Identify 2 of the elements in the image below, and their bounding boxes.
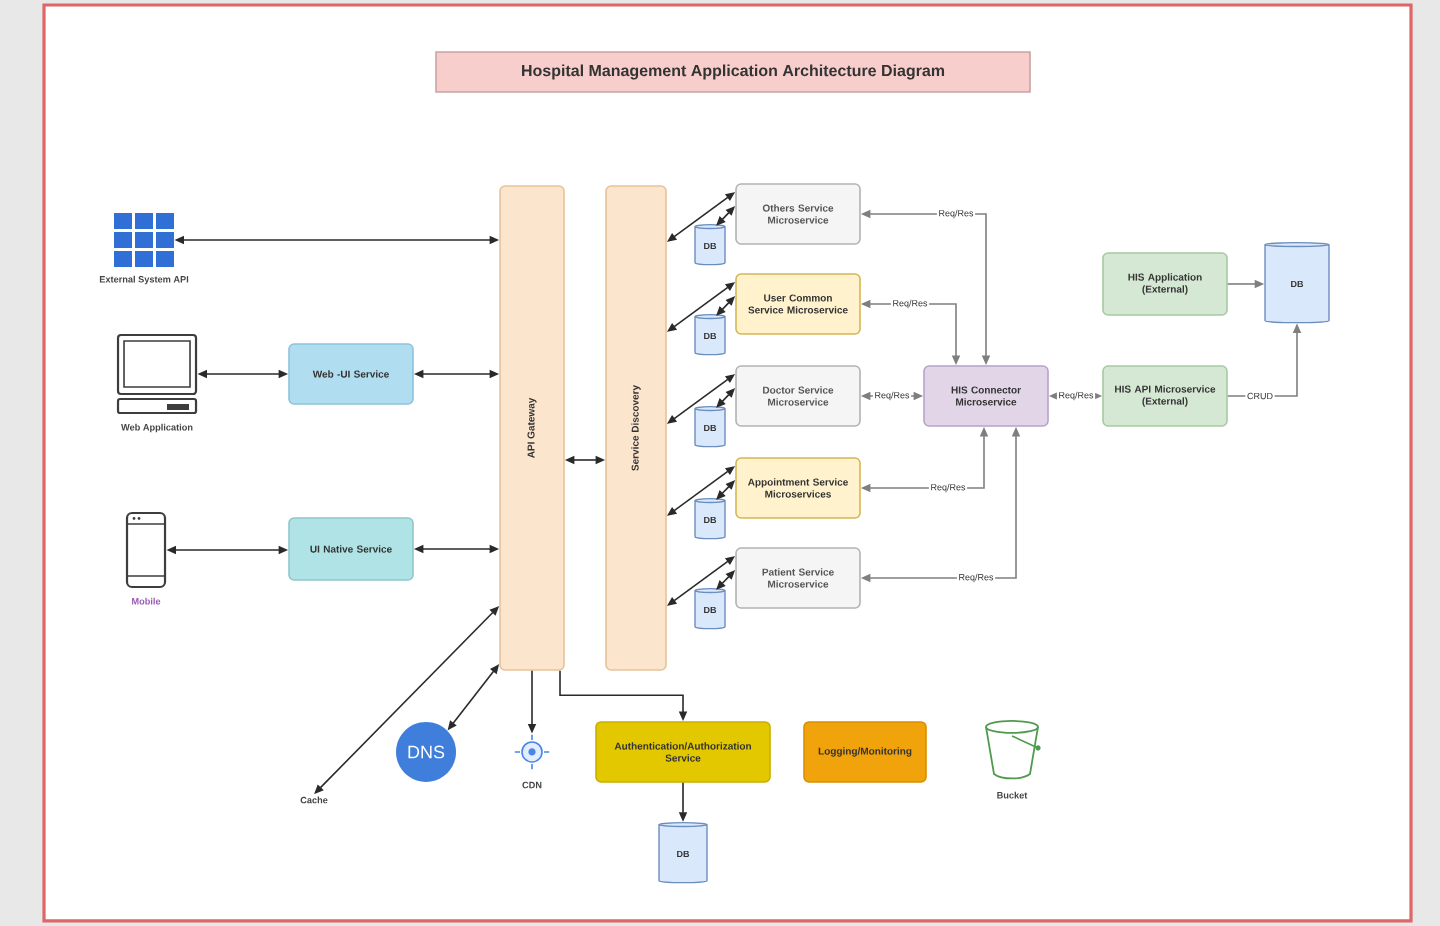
- title-box: Hospital Management Application Architecture Diagram: [435, 51, 1031, 93]
- circle-node: DNS: [396, 721, 456, 782]
